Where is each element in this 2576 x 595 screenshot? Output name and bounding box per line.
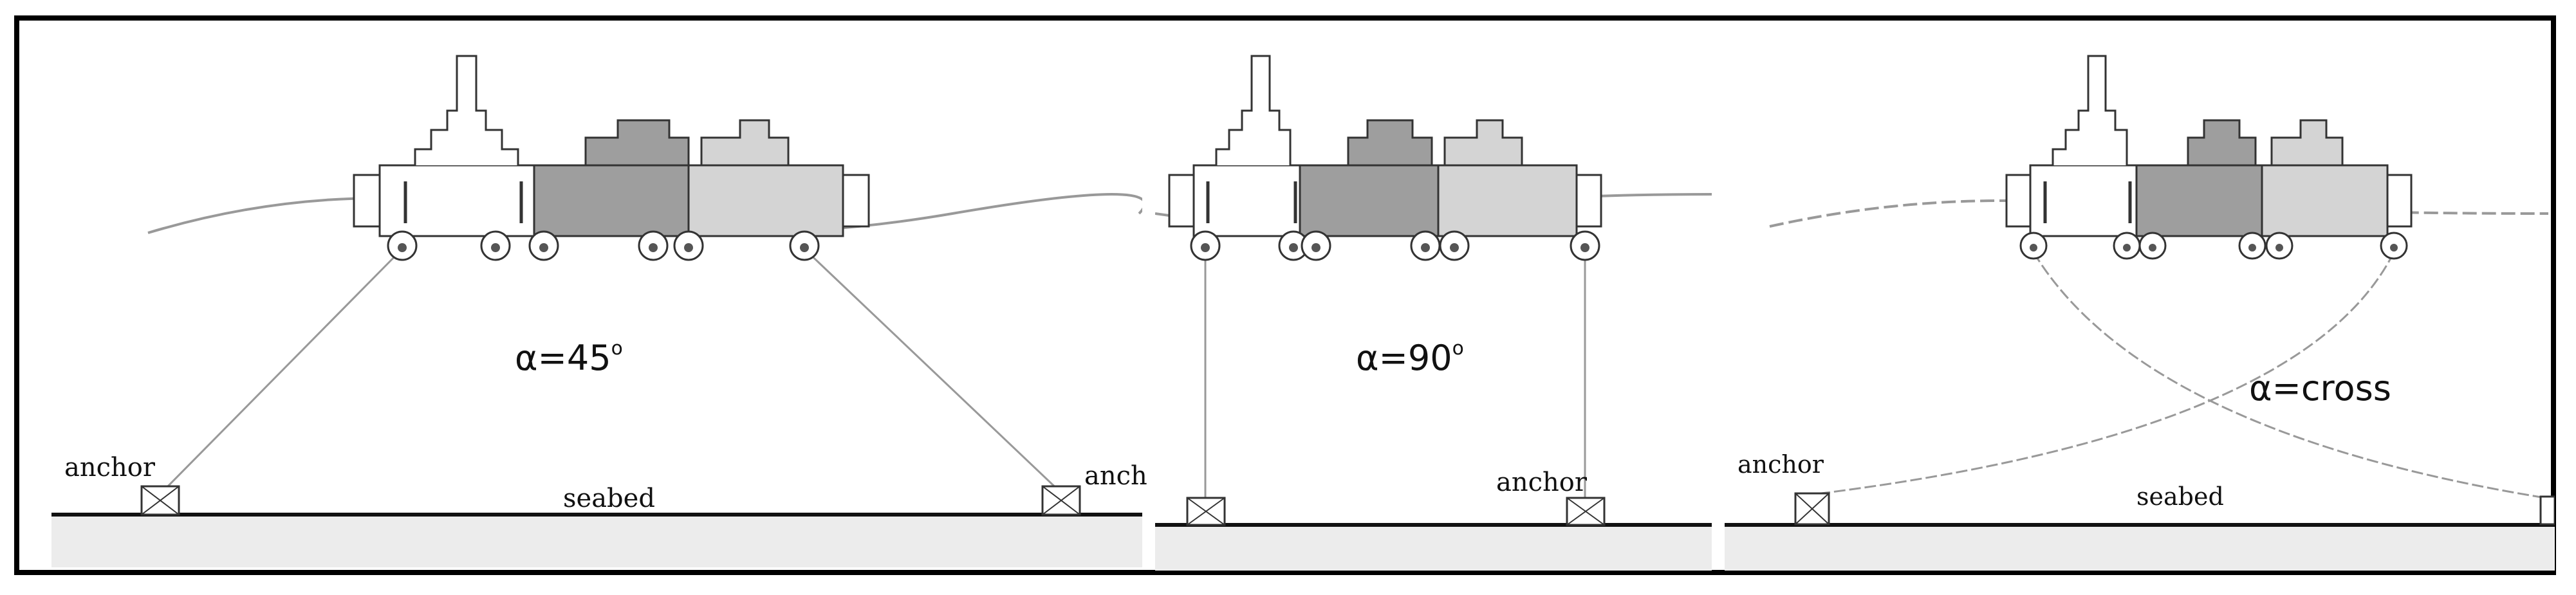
seabed-label: seabed xyxy=(2136,482,2224,511)
anchor-label-right: anchor xyxy=(1496,468,1587,497)
panel-cross-drawing xyxy=(1725,55,2555,571)
seabed-ground xyxy=(51,516,1142,567)
angle-label-cross: α=cross xyxy=(2249,368,2391,408)
anchor-label-right: anch xyxy=(1084,461,1147,491)
panel-cross: α=cross anchor seabed xyxy=(1725,21,2555,580)
seabed-label: seabed xyxy=(563,484,655,513)
angle-label-45: α=45o xyxy=(515,337,623,378)
anchor-box-right xyxy=(2539,495,2555,526)
platform-90 xyxy=(1168,55,1602,261)
anchor-box-left xyxy=(140,485,180,516)
platform-cross xyxy=(2005,55,2413,260)
mooring-line-left xyxy=(160,248,403,495)
panel-90: α=90o anchor xyxy=(1155,21,1712,580)
angle-unit: o xyxy=(1452,337,1464,360)
anchor-label-left: anchor xyxy=(64,453,155,482)
anchor-box-right xyxy=(1566,497,1606,526)
seabed-ground xyxy=(1155,526,1712,571)
anchor-box-left xyxy=(1186,497,1226,526)
angle-label-90: α=90o xyxy=(1356,337,1464,378)
panel-45: α=45o anchor anch seabed xyxy=(19,21,1147,580)
panel-90-drawing xyxy=(1155,55,1712,571)
figure-frame: α=45o anchor anch seabed xyxy=(14,15,2556,575)
anchor-label-left: anchor xyxy=(1737,450,1824,479)
mooring-line-right xyxy=(803,248,1063,495)
panel-45-drawing xyxy=(51,55,1142,567)
seabed-ground xyxy=(1725,526,2555,571)
angle-prefix: α= xyxy=(1356,337,1408,378)
angle-value: 90 xyxy=(1407,337,1452,378)
angle-prefix: α= xyxy=(515,337,567,378)
angle-unit: o xyxy=(611,337,623,360)
angle-value: 45 xyxy=(566,337,611,378)
anchor-box-right xyxy=(1041,485,1081,516)
platform-45 xyxy=(353,55,870,261)
mooring-line-left-crossing xyxy=(2032,252,2546,499)
anchor-box-left xyxy=(1794,492,1830,526)
